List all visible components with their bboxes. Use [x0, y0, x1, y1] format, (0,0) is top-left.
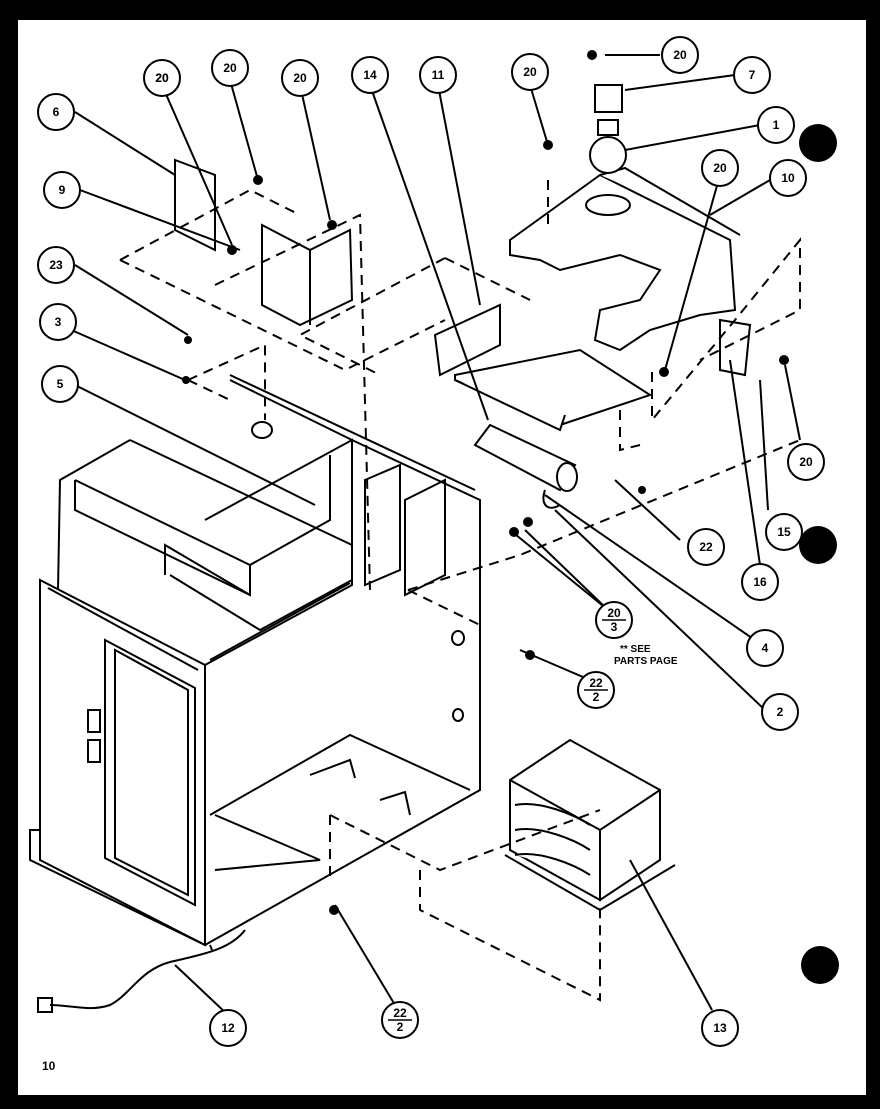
- callout-label: 20: [713, 161, 727, 175]
- callout-label-fraction-den: 2: [593, 690, 600, 704]
- callout-label: 11: [432, 68, 445, 82]
- see-note-line1: ** SEE: [620, 644, 651, 655]
- cabinet-chassis: [29, 374, 481, 951]
- see-note-line2: PARTS PAGE: [614, 656, 678, 667]
- callout-5: [41, 365, 79, 403]
- callout-23: [37, 246, 75, 284]
- callout-label-fraction-num: 20: [607, 606, 621, 620]
- callout-label: 20: [293, 71, 307, 85]
- callout-9: [43, 171, 81, 209]
- callout-20b: [211, 49, 249, 87]
- callout-label: 20: [155, 71, 169, 85]
- callout-label: 6: [53, 105, 60, 119]
- callout-label: 10: [781, 171, 795, 185]
- callout-label: 16: [753, 575, 767, 589]
- callout-2: [761, 693, 799, 731]
- callout-label: 3: [55, 315, 62, 329]
- callout-label: 2: [777, 705, 784, 719]
- callout-label-fraction-den: 3: [611, 620, 618, 634]
- capacitor: [473, 423, 578, 509]
- callout-3: [39, 303, 77, 341]
- mount-bracket: [433, 303, 653, 432]
- callout-label: 5: [57, 377, 64, 391]
- callout-label: 23: [49, 258, 63, 272]
- callout-12: [209, 1009, 247, 1047]
- exploded-view-guides: [119, 180, 801, 1002]
- callout-16: [741, 563, 779, 601]
- callout-label-fraction-num: 22: [393, 1006, 407, 1020]
- callout-14: [351, 56, 389, 94]
- fraction-bars: [388, 619, 626, 1021]
- callout-label: 4: [762, 641, 769, 655]
- side-brackets: [174, 158, 354, 327]
- registration-dot: [801, 946, 839, 984]
- callout-label: 20: [673, 48, 687, 62]
- callout-4: [746, 629, 784, 667]
- callout-20a: [143, 59, 181, 97]
- callout-15: [765, 513, 803, 551]
- callout-label: 7: [749, 68, 756, 82]
- callout-label: 1: [773, 118, 780, 132]
- callout-label: 20: [523, 65, 537, 79]
- callout-label: 15: [777, 525, 791, 539]
- callout-20d: [511, 53, 549, 91]
- top-plate: [509, 166, 752, 377]
- callout-7: [733, 56, 771, 94]
- callout-20e: [661, 36, 699, 74]
- callout-label: 22: [699, 540, 713, 554]
- callout-1: [757, 106, 795, 144]
- power-cord: [37, 929, 246, 1013]
- callout-22: [687, 528, 725, 566]
- callout-label: 20: [799, 455, 813, 469]
- callout-6: [37, 93, 75, 131]
- transformer: [504, 738, 676, 912]
- callout-11: [419, 56, 457, 94]
- registration-dot: [799, 124, 837, 162]
- callout-20c: [281, 59, 319, 97]
- callout-label: 14: [363, 68, 377, 82]
- callout-label: 20: [223, 61, 237, 75]
- callout-label: 9: [59, 183, 66, 197]
- callout-label-fraction-num: 22: [589, 676, 603, 690]
- fasteners: [182, 50, 789, 915]
- registration-dot: [799, 526, 837, 564]
- callout-10: [769, 159, 807, 197]
- callout-label: 12: [221, 1021, 235, 1035]
- callout-label: 13: [713, 1021, 727, 1035]
- lamp: [589, 84, 627, 174]
- callout-label-fraction-den: 2: [397, 1020, 404, 1034]
- part-callouts: [37, 36, 825, 1047]
- callout-20f: [701, 149, 739, 187]
- leader-lines: [59, 54, 801, 1016]
- page-number: 10: [42, 1059, 56, 1073]
- callout-20g: [787, 443, 825, 481]
- callout-label: 20: [155, 71, 169, 85]
- callout-13: [701, 1009, 739, 1047]
